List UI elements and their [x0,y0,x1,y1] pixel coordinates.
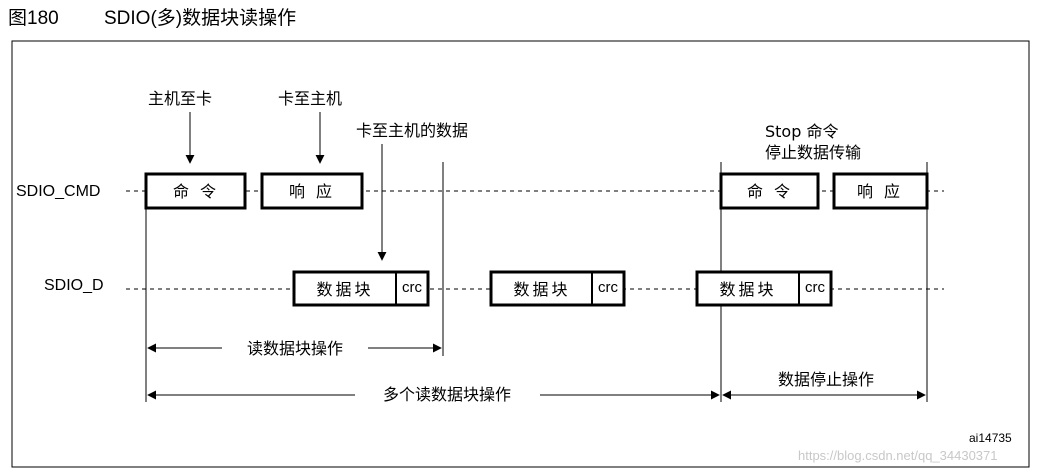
cmd-response-box-1: 响 应 [260,172,364,210]
label-host-to-card: 主机至卡 [148,89,212,108]
cmd-response-label-2: 响 应 [857,182,903,201]
crc-label-1: crc [402,279,422,296]
cmd-command-box-2: 命 令 [719,172,820,210]
label-stop-transfer: 停止数据传输 [765,143,861,162]
cmd-command-label-2: 命 令 [747,182,793,201]
label-card-to-host: 卡至主机 [278,89,342,108]
data-block-label-2: 数据块 [513,280,570,299]
label-data-stop-op: 数据停止操作 [778,370,874,389]
data-block-label-3: 数据块 [719,280,776,299]
cmd-command-label-1: 命 令 [173,182,219,201]
data-block-label-1: 数据块 [316,280,373,299]
figure-title: SDIO(多)数据块读操作 [104,7,296,29]
crc-label-2: crc [598,279,618,296]
span-data-stop-op: 数据停止操作 [722,370,926,400]
span-multi-read-op: 多个读数据块操作 [147,385,720,404]
signal-label-data: SDIO_D [44,277,104,294]
cmd-command-box-1: 命 令 [144,172,247,210]
signal-label-cmd: SDIO_CMD [16,183,100,200]
label-read-block-op: 读数据块操作 [247,339,343,358]
watermark: https://blog.csdn.net/qq_34430371 [798,448,998,463]
cmd-response-box-2: 响 应 [832,172,929,210]
data-block-2: 数据块 crc [489,270,626,307]
figure-number: 图180 [8,8,59,29]
figure-frame [11,40,1030,468]
span-read-block-op: 读数据块操作 [147,339,442,358]
figure-id-label: ai14735 [969,431,1012,445]
label-multi-read-op: 多个读数据块操作 [383,385,511,404]
label-card-to-host-data: 卡至主机的数据 [356,121,468,140]
label-stop-cmd: Stop 命令 [765,122,838,141]
data-block-1: 数据块 crc [292,270,430,307]
data-block-3: 数据块 crc [695,270,833,307]
crc-label-3: crc [805,279,825,296]
cmd-response-label-1: 响 应 [289,182,335,201]
